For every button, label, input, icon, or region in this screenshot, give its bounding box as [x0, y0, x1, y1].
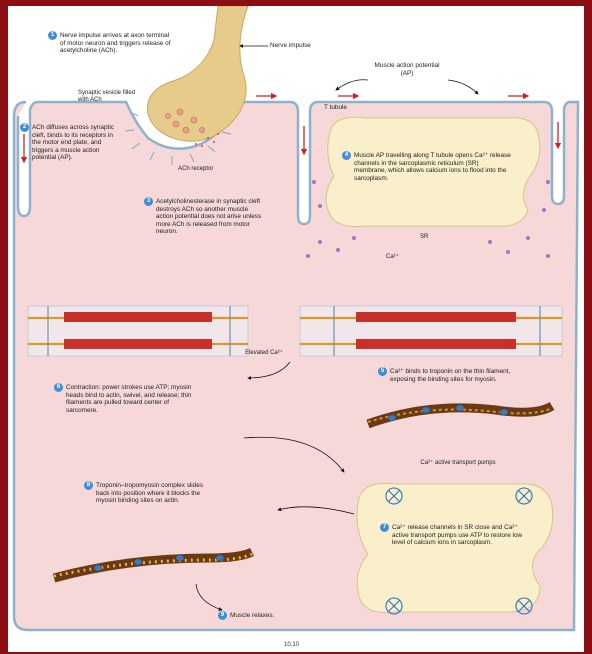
- ach-receptor-label: ACh receptor: [178, 166, 213, 173]
- step-5: 5 Ca²⁺ binds to troponin on the thin fil…: [378, 368, 528, 383]
- sarcoplasmic-reticulum-bottom: [357, 483, 553, 612]
- figure-panel: 1 Nerve impulse arrives at axon terminal…: [8, 6, 584, 652]
- calcium-ion-dot: [526, 236, 530, 240]
- calcium-ion-dot: [542, 208, 546, 212]
- muscle-ap-label: Muscle action potential (AP): [374, 62, 440, 77]
- step-6: 6 Contraction: power strokes use ATP; my…: [54, 384, 198, 414]
- calcium-ion-dot: [336, 248, 340, 252]
- step-3: 3 Acetylcholinesterase in synaptic cleft…: [144, 198, 262, 236]
- step-text: Muscle AP travelling along T tubule open…: [354, 152, 512, 182]
- step-7: 7 Ca²⁺ release channels in SR close and …: [380, 524, 526, 547]
- step-text: Muscle relaxes.: [230, 612, 274, 620]
- calcium-ion-dot: [318, 240, 322, 244]
- step-text: Ca²⁺ release channels in SR close and Ca…: [392, 524, 526, 547]
- step-text: Troponin–tropomyosin complex slides back…: [96, 482, 214, 505]
- step-badge: 2: [20, 123, 29, 132]
- calcium-ion-dot: [488, 240, 492, 244]
- step-badge: 5: [378, 367, 387, 376]
- step-text: Contraction: power strokes use ATP; myos…: [66, 384, 198, 414]
- step-text: Nerve impulse arrives at axon terminal o…: [60, 32, 172, 55]
- calcium-ion-dot: [546, 254, 550, 258]
- ca-pumps-label: Ca²⁺ active transport pumps: [418, 460, 498, 467]
- step-1: 1 Nerve impulse arrives at axon terminal…: [48, 32, 172, 55]
- step-badge: 6: [54, 383, 63, 392]
- calcium-ion-dot: [506, 250, 510, 254]
- step-badge: 3: [144, 197, 153, 206]
- myofibril-right: [300, 306, 562, 356]
- calcium-ion-dot: [306, 254, 310, 258]
- step-2: 2 ACh diffuses across synaptic cleft, bi…: [20, 124, 120, 162]
- step-badge: 4: [342, 151, 351, 160]
- step-text: Ca²⁺ binds to troponin on the thin filam…: [390, 368, 528, 383]
- figure-number: 10.10: [284, 642, 299, 650]
- step-text: Acetylcholinesterase in synaptic cleft d…: [156, 198, 262, 236]
- step-badge: 9: [218, 611, 227, 620]
- step-badge: 1: [48, 31, 57, 40]
- synaptic-vesicle-label: Synaptic vesicle filled with ACh: [78, 90, 138, 104]
- calcium-ion-dot: [312, 180, 316, 184]
- nerve-impulse-label: Nerve impulse: [270, 42, 311, 50]
- myofibril-left: [28, 306, 248, 356]
- calcium-ion-dot: [546, 180, 550, 184]
- step-9: 9 Muscle relaxes.: [218, 612, 308, 620]
- axon-terminal: [147, 6, 248, 141]
- ca-ion-label: Ca²⁺: [386, 254, 399, 261]
- step-text: ACh diffuses across synaptic cleft, bind…: [32, 124, 120, 162]
- elevated-ca-label: Elevated Ca²⁺: [244, 350, 284, 357]
- calcium-ion-dot: [352, 236, 356, 240]
- sr-label: SR: [420, 234, 428, 241]
- step-badge: 8: [84, 481, 93, 490]
- step-badge: 7: [380, 523, 389, 532]
- step-8: 8 Troponin–tropomyosin complex slides ba…: [84, 482, 214, 505]
- calcium-ion-dot: [318, 204, 322, 208]
- t-tubule-label: T tubule: [324, 104, 347, 112]
- step-4: 4 Muscle AP travelling along T tubule op…: [342, 152, 512, 182]
